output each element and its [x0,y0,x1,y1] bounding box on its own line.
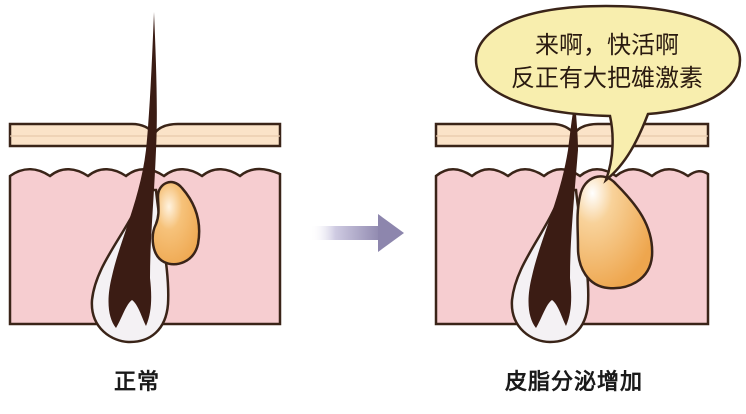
caption-normal: 正常 [114,370,161,395]
speech-bubble [474,4,742,184]
speech-bubble-line-2: 反正有大把雄激素 [511,64,703,92]
caption-increased-sebum: 皮脂分泌增加 [505,370,644,395]
hair-root [108,150,156,328]
transition-arrow [310,214,404,252]
hair-shaft [146,12,157,150]
sebaceous-gland-enlarged [576,175,654,290]
increased-sebum-panel [434,100,710,344]
speech-bubble-line-1: 来啊，快活啊 [535,31,679,59]
epidermis-layer [8,122,282,148]
normal-skin-panel [8,12,282,344]
hair-root [528,150,578,328]
sebaceous-gland-normal [151,180,201,266]
